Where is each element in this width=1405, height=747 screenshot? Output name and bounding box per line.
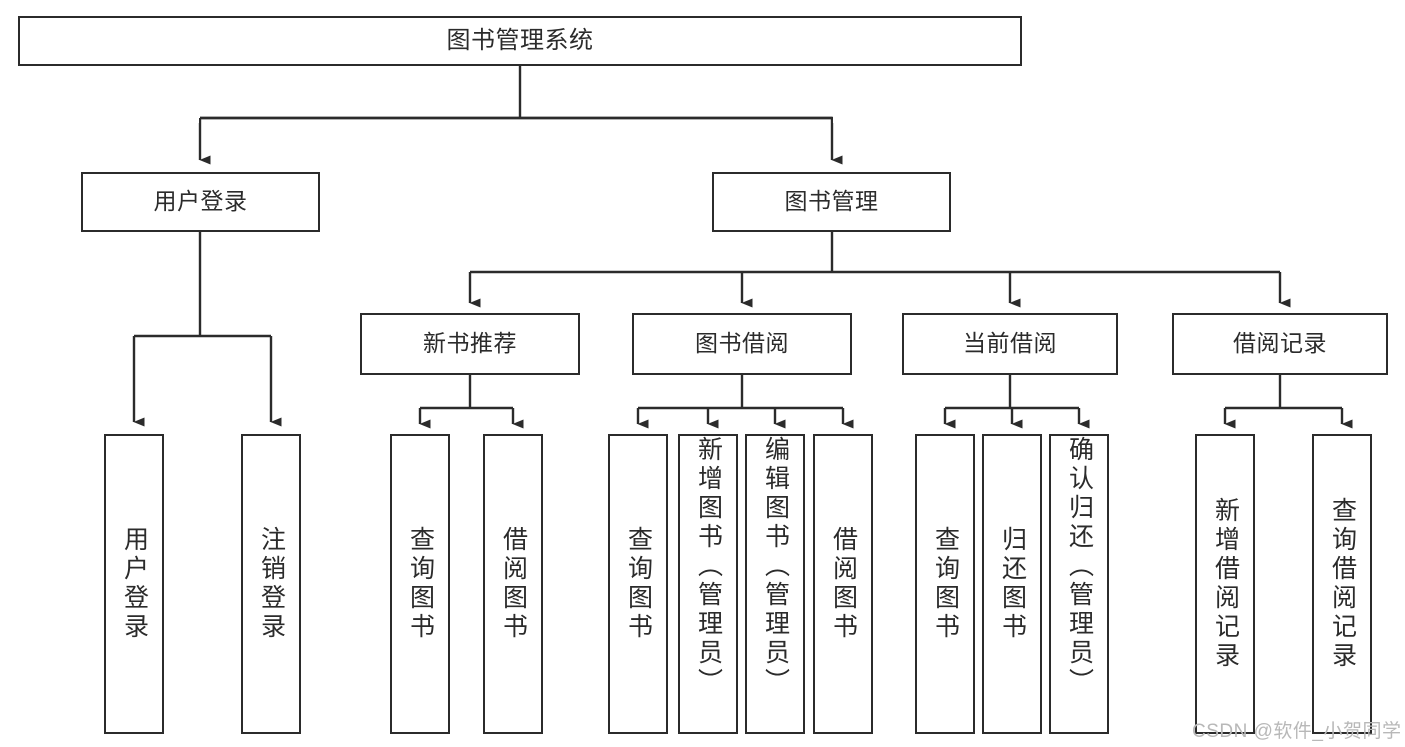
node-label: 图书借阅	[695, 330, 789, 357]
node-label: 归还图书	[998, 526, 1027, 642]
leaf-return-book[interactable]: 归还图书	[982, 434, 1042, 734]
leaf-query-book-borrow[interactable]: 查询图书	[608, 434, 668, 734]
watermark-text: CSDN @软件_小贺同学	[1192, 721, 1402, 742]
node-label: 用户登录	[120, 526, 149, 642]
node-book-borrow[interactable]: 图书借阅	[632, 313, 852, 375]
leaf-edit-book-admin[interactable]: 编辑图书（管理员）	[745, 434, 805, 734]
node-borrow-record[interactable]: 借阅记录	[1172, 313, 1388, 375]
node-label: 用户登录	[153, 188, 248, 215]
node-label: 编辑图书（管理员）	[761, 436, 790, 697]
node-label: 借阅图书	[829, 526, 858, 642]
node-new-book-recommend[interactable]: 新书推荐	[360, 313, 580, 375]
leaf-borrow-book-new[interactable]: 借阅图书	[483, 434, 543, 734]
node-label: 查询图书	[624, 526, 653, 642]
leaf-query-borrow-record[interactable]: 查询借阅记录	[1312, 434, 1372, 734]
leaf-query-book-current[interactable]: 查询图书	[915, 434, 975, 734]
leaf-user-login[interactable]: 用户登录	[104, 434, 164, 734]
node-label: 确认归还（管理员）	[1065, 436, 1094, 697]
node-label: 借阅图书	[499, 526, 528, 642]
node-label: 图书管理	[784, 188, 879, 215]
node-root-system[interactable]: 图书管理系统	[18, 16, 1022, 66]
leaf-add-book-admin[interactable]: 新增图书（管理员）	[678, 434, 738, 734]
node-label: 注销登录	[257, 526, 286, 642]
node-label: 查询借阅记录	[1328, 497, 1357, 671]
node-label: 借阅记录	[1233, 330, 1327, 357]
leaf-confirm-return-admin[interactable]: 确认归还（管理员）	[1049, 434, 1109, 734]
node-label: 新增图书（管理员）	[694, 436, 723, 697]
node-book-management[interactable]: 图书管理	[712, 172, 951, 232]
leaf-add-borrow-record[interactable]: 新增借阅记录	[1195, 434, 1255, 734]
leaf-borrow-book[interactable]: 借阅图书	[813, 434, 873, 734]
leaf-logout[interactable]: 注销登录	[241, 434, 301, 734]
node-label: 新书推荐	[423, 330, 517, 357]
node-label: 查询图书	[931, 526, 960, 642]
node-label: 当前借阅	[963, 330, 1057, 357]
node-label: 图书管理系统	[446, 26, 594, 54]
node-label: 查询图书	[406, 526, 435, 642]
node-user-login[interactable]: 用户登录	[81, 172, 320, 232]
node-current-borrow[interactable]: 当前借阅	[902, 313, 1118, 375]
leaf-query-book-new[interactable]: 查询图书	[390, 434, 450, 734]
node-label: 新增借阅记录	[1211, 497, 1240, 671]
